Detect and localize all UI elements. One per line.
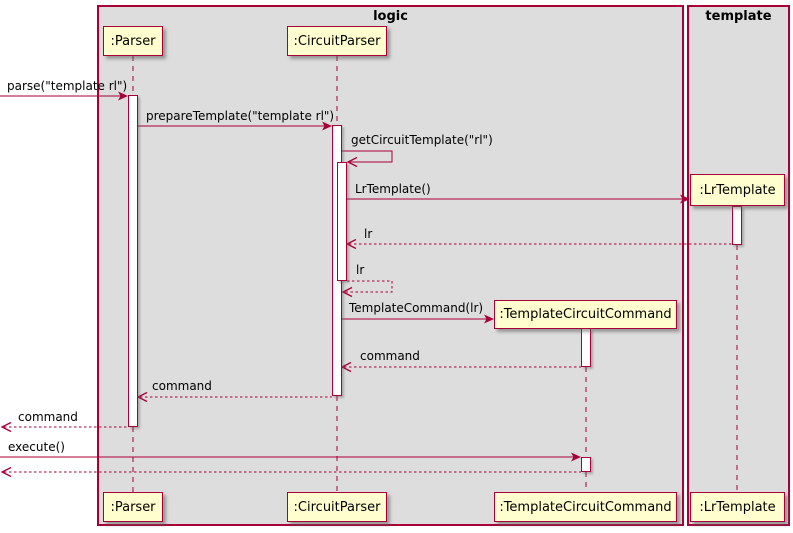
participant-label: :CircuitParser [293,33,381,49]
message-label-command-3: command [18,410,78,424]
activation-circuit-parser-nested [337,162,347,281]
activation-lr-template [732,206,742,245]
participant-label: :TemplateCircuitCommand [499,499,672,515]
arrowhead-open-icon [0,466,12,478]
message-label-parse: parse("template rl") [7,79,128,93]
message-label-template-command: TemplateCommand(lr) [349,301,484,315]
participant-label: :Parser [110,33,156,49]
activation-template-circuit-command-execute [581,457,591,472]
frame-logic: logic [97,5,684,526]
participant-parser-bottom: :Parser [103,492,163,522]
message-label-lr-return: lr [364,227,373,241]
participant-lr-template-bottom: :LrTemplate [690,492,785,522]
participant-circuit-parser-bottom: :CircuitParser [287,492,387,522]
participant-lr-template-created: :LrTemplate [690,174,785,206]
participant-label: :LrTemplate [699,182,776,198]
message-label-execute: execute() [8,440,65,454]
frame-template: template [687,5,790,526]
activation-template-circuit-command [581,328,591,367]
message-label-command-1: command [360,349,420,363]
frame-logic-label: logic [373,9,408,24]
participant-label: :TemplateCircuitCommand [499,307,672,322]
participant-label: :Parser [110,499,156,515]
participant-label: :LrTemplate [699,499,776,515]
message-label-command-2: command [152,379,212,393]
participant-template-circuit-command-bottom: :TemplateCircuitCommand [494,492,677,522]
participant-parser-top: :Parser [103,26,163,56]
frame-template-label: template [705,9,772,24]
participant-circuit-parser-top: :CircuitParser [287,26,387,56]
participant-label: :CircuitParser [293,499,381,515]
arrowhead-open-icon [0,421,12,433]
message-label-prepare-template: prepareTemplate("template rl") [146,109,335,123]
participant-template-circuit-command-created: :TemplateCircuitCommand [494,300,677,329]
message-label-lr-self-return: lr [356,263,365,277]
activation-parser [128,95,138,427]
message-label-get-circuit-template: getCircuitTemplate("rl") [351,133,493,147]
message-label-lr-template: LrTemplate() [355,182,431,196]
